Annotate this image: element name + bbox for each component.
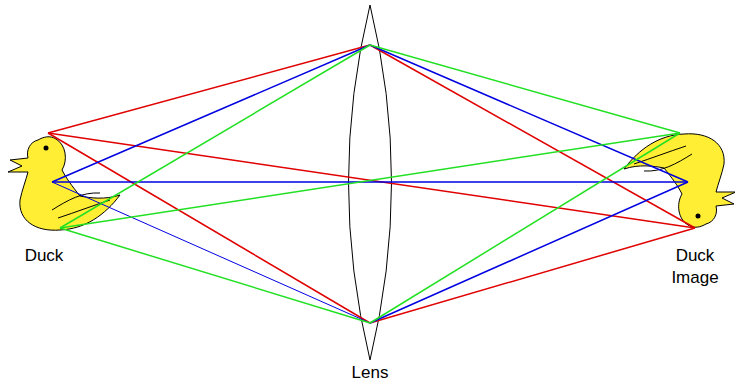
object-label: Duck [14,245,74,267]
blue-rays [52,45,688,323]
duck-figure [8,137,120,230]
duck-image-figure [624,134,735,227]
image-label: Duck Image [664,245,726,289]
green-rays [60,45,680,323]
lens-label: Lens [330,362,410,384]
red-rays [48,45,695,323]
